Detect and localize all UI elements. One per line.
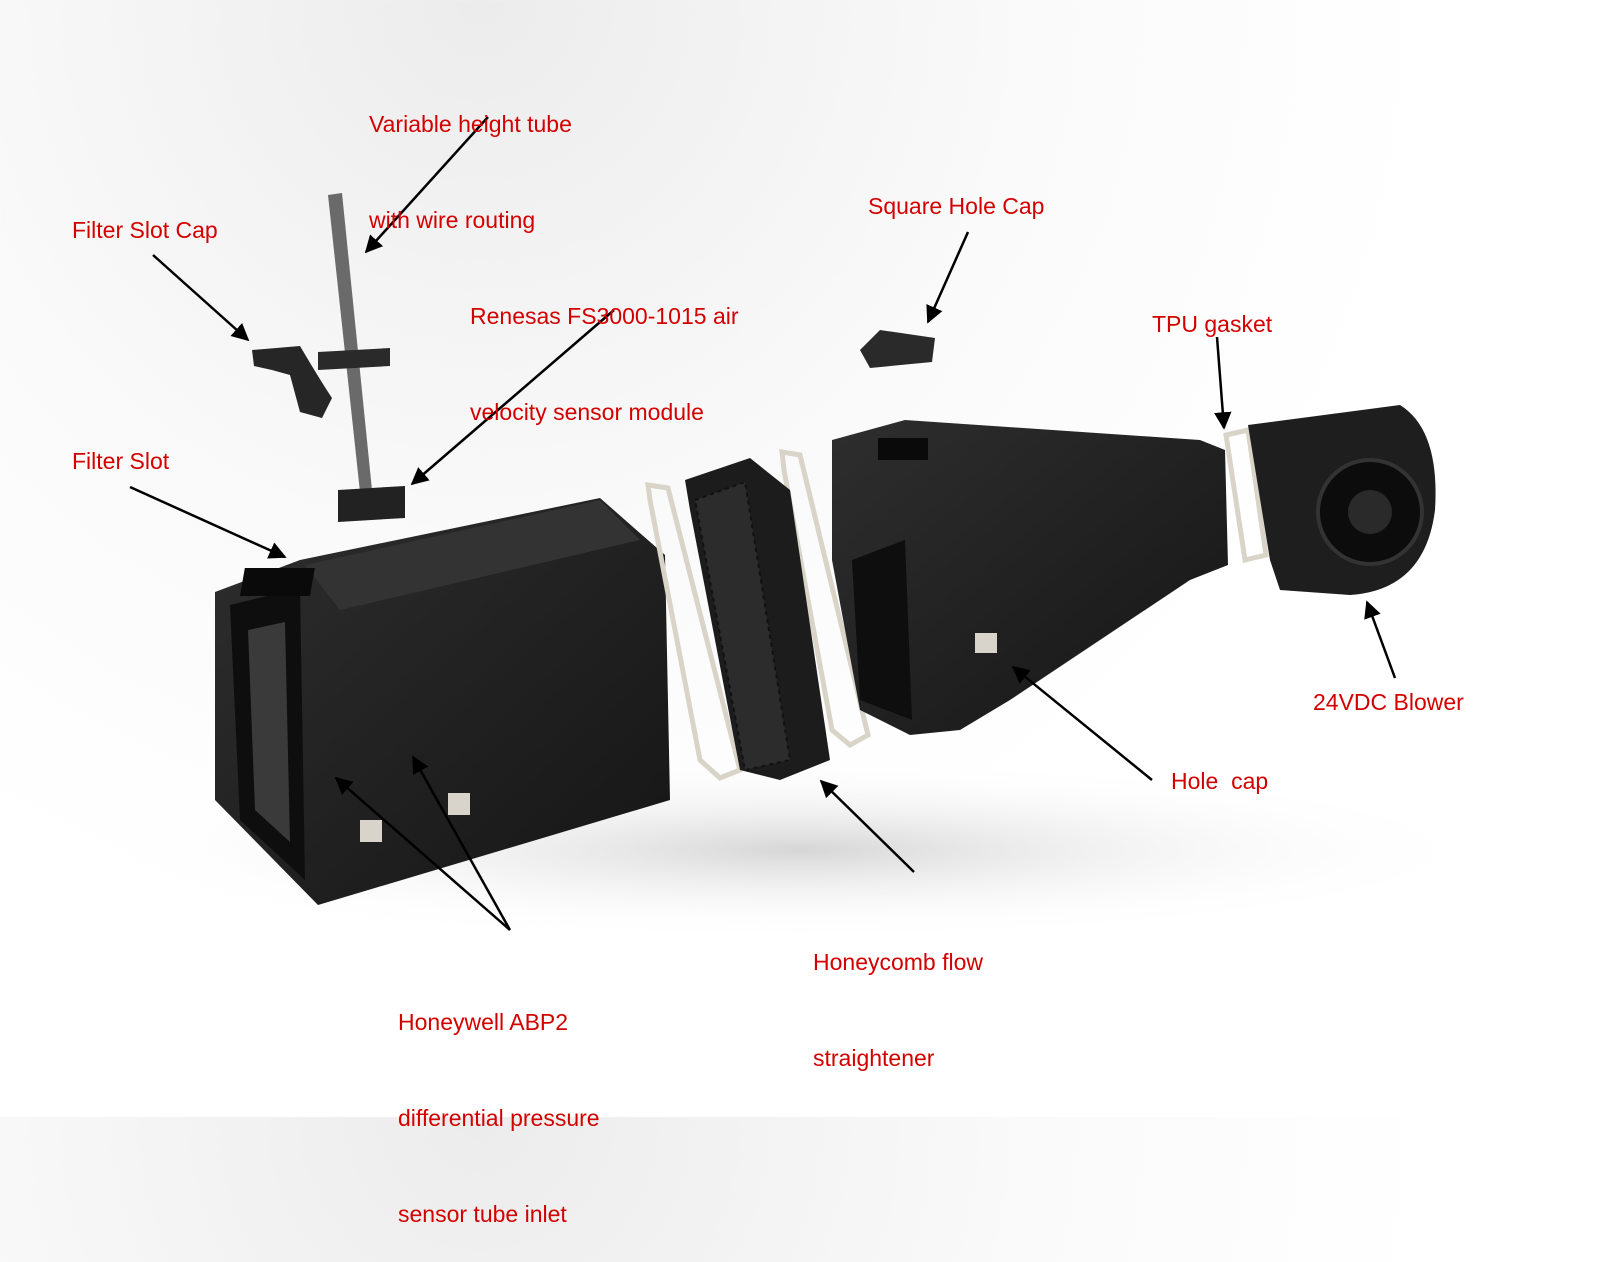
label-filter-slot: Filter Slot: [72, 448, 170, 474]
label-line: with wire routing: [369, 207, 536, 233]
filter-slot-cap: [252, 346, 332, 418]
label-line: Honeycomb flow: [813, 949, 984, 975]
arrow-blower: [1364, 600, 1397, 679]
label-line: Renesas FS3000-1015 air: [470, 303, 739, 329]
variable-height-tube: [318, 193, 405, 522]
arrow-honeycomb: [819, 779, 915, 873]
arrow-honeywell-2: [411, 755, 512, 931]
label-square-hole-cap: Square Hole Cap: [868, 193, 1045, 219]
label-line: straightener: [813, 1045, 935, 1071]
label-line: velocity sensor module: [470, 399, 704, 425]
tpu-gasket: [1223, 426, 1269, 564]
label-line: differential pressure: [398, 1105, 600, 1131]
label-filter-slot-cap: Filter Slot Cap: [72, 217, 218, 243]
arrow-honeywell-1: [334, 776, 511, 931]
arrow-filter-slot: [129, 485, 287, 559]
arrow-renesas: [410, 309, 615, 486]
label-line: Honeywell ABP2: [398, 1009, 569, 1035]
arrow-hole-cap: [1011, 665, 1153, 781]
main-housing: [215, 498, 670, 905]
label-tpu-gasket: TPU gasket: [1152, 311, 1273, 337]
label-variable-tube: Variable height tube with wire routing: [369, 44, 572, 268]
arrow-tpu-gasket: [1214, 336, 1232, 430]
arrow-filter-slot-cap: [152, 254, 250, 342]
gasket-left: [645, 482, 743, 781]
label-honeycomb: Honeycomb flow straightener: [813, 882, 983, 1106]
tapered-duct: [832, 420, 1228, 735]
gasket-right: [779, 448, 871, 749]
label-honeywell: Honeywell ABP2 differential pressure sen…: [398, 942, 600, 1262]
arrow-variable-tube: [364, 116, 489, 254]
blower: [1248, 405, 1436, 595]
label-renesas: Renesas FS3000-1015 air velocity sensor …: [470, 236, 739, 460]
label-line: sensor tube inlet: [398, 1201, 567, 1227]
arrow-square-hole-cap: [926, 231, 970, 324]
square-hole-cap: [860, 330, 935, 368]
honeycomb-flow-straightener: [685, 458, 830, 780]
label-blower: 24VDC Blower: [1313, 689, 1464, 715]
label-hole-cap: Hole cap: [1171, 768, 1269, 794]
label-line: Variable height tube: [369, 111, 572, 137]
exploded-view-diagram: [100, 116, 1500, 940]
